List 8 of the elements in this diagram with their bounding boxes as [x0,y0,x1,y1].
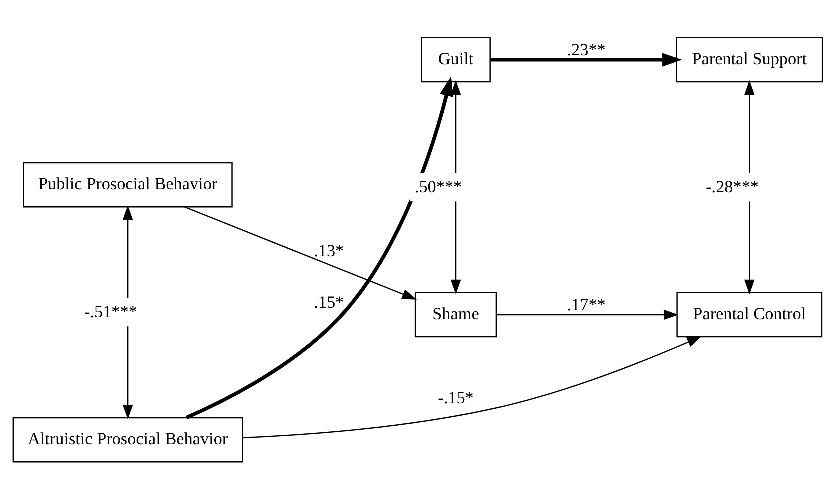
edge-label: -.28*** [706,178,760,197]
edge-label: .23** [567,40,606,60]
edge-label: -.51*** [84,302,138,322]
edge-label: .17** [567,295,606,314]
edge-label: .15* [314,292,344,312]
edge-label: .50*** [414,178,462,197]
edge-label: -.15* [438,388,474,408]
edge-label: .13* [314,241,344,260]
